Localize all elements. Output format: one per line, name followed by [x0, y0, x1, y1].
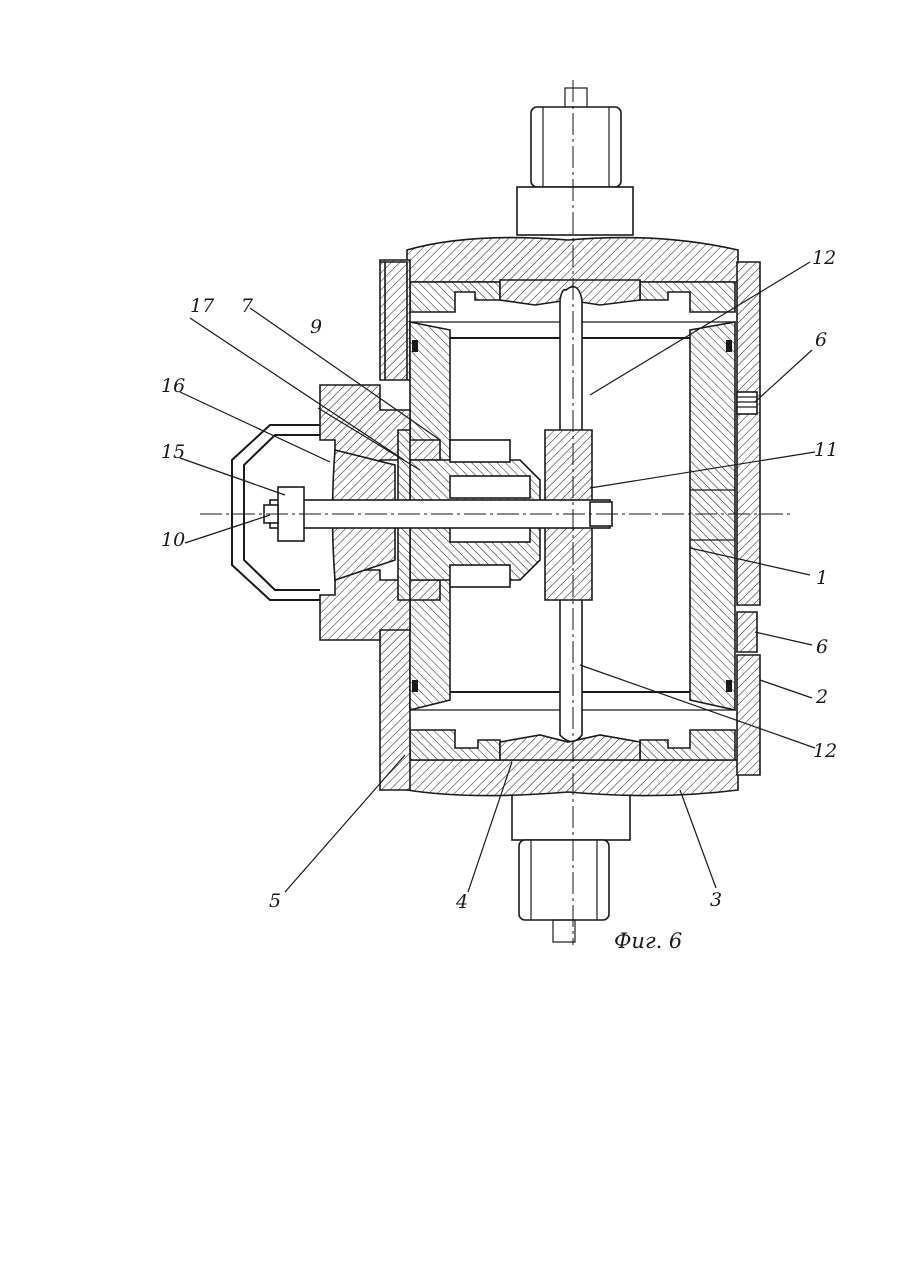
label-9: 9: [310, 316, 322, 338]
label-16: 16: [161, 375, 185, 397]
figure-caption: Фиг. 6: [614, 929, 682, 953]
label-6-upper: 6: [815, 329, 827, 351]
label-12-lower: 12: [813, 740, 837, 762]
label-5: 5: [269, 890, 281, 912]
label-4: 4: [455, 891, 468, 913]
label-3: 3: [710, 889, 722, 911]
label-12-upper: 12: [812, 247, 836, 269]
housing-left-outer: [380, 260, 410, 380]
top-shaft-assembly: [517, 88, 633, 235]
screw-6-upper: [737, 392, 757, 414]
bottom-shaft-assembly: [512, 790, 630, 942]
label-10: 10: [161, 529, 185, 551]
label-17: 17: [190, 295, 215, 317]
label-15: 15: [161, 441, 185, 463]
label-11: 11: [814, 439, 838, 461]
label-7: 7: [241, 295, 254, 317]
label-6-lower: 6: [816, 636, 828, 658]
label-1: 1: [816, 567, 828, 589]
housing-right-outer: [737, 262, 760, 605]
label-2: 2: [815, 686, 828, 708]
